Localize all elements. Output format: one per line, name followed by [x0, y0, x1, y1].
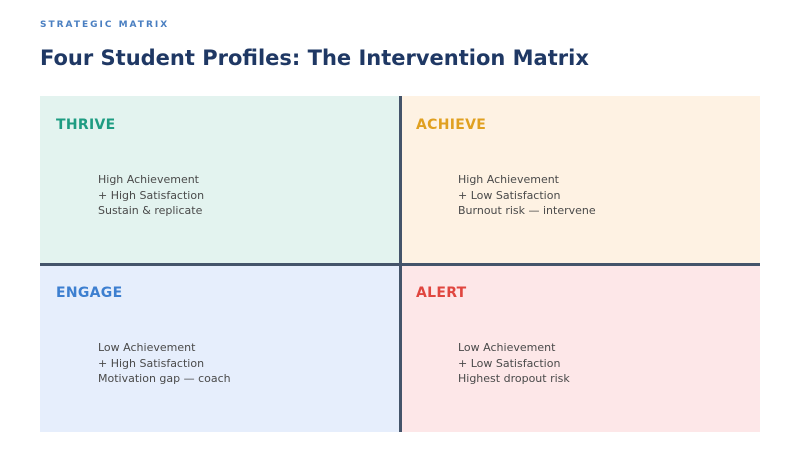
quadrant-line: + Low Satisfaction [458, 356, 561, 370]
quadrant-line: + High Satisfaction [98, 188, 205, 202]
quadrant-title-achieve: ACHIEVE [416, 117, 487, 133]
quadrant-alert: ALERT Low Achievement + Low Satisfaction… [400, 264, 760, 432]
quadrant-line: High Achievement [458, 173, 559, 186]
quadrant-line: Sustain & replicate [98, 204, 203, 217]
horizontal-divider [40, 263, 760, 266]
quadrant-achieve: ACHIEVE High Achievement + Low Satisfact… [400, 96, 760, 264]
quadrant-description-alert: Low Achievement + Low Satisfaction Highe… [458, 340, 570, 387]
eyebrow-label: STRATEGIC MATRIX [40, 20, 170, 30]
quadrant-title-thrive: THRIVE [56, 117, 116, 133]
quadrant-description-achieve: High Achievement + Low Satisfaction Burn… [458, 172, 596, 219]
quadrant-line: High Achievement [98, 173, 199, 186]
quadrant-line: + Low Satisfaction [458, 188, 561, 202]
intervention-matrix: THRIVE High Achievement + High Satisfact… [40, 96, 760, 432]
page-title: Four Student Profiles: The Intervention … [40, 46, 589, 70]
quadrant-description-engage: Low Achievement + High Satisfaction Moti… [98, 340, 231, 387]
quadrant-line: + High Satisfaction [98, 356, 205, 370]
quadrant-line: Burnout risk — intervene [458, 204, 596, 217]
quadrant-line: Highest dropout risk [458, 372, 570, 385]
quadrant-description-thrive: High Achievement + High Satisfaction Sus… [98, 172, 204, 219]
quadrant-line: Low Achievement [98, 341, 196, 354]
quadrant-title-alert: ALERT [416, 285, 467, 301]
quadrant-engage: ENGAGE Low Achievement + High Satisfacti… [40, 264, 400, 432]
quadrant-line: Motivation gap — coach [98, 372, 231, 385]
quadrant-line: Low Achievement [458, 341, 556, 354]
quadrant-thrive: THRIVE High Achievement + High Satisfact… [40, 96, 400, 264]
quadrant-title-engage: ENGAGE [56, 285, 123, 301]
